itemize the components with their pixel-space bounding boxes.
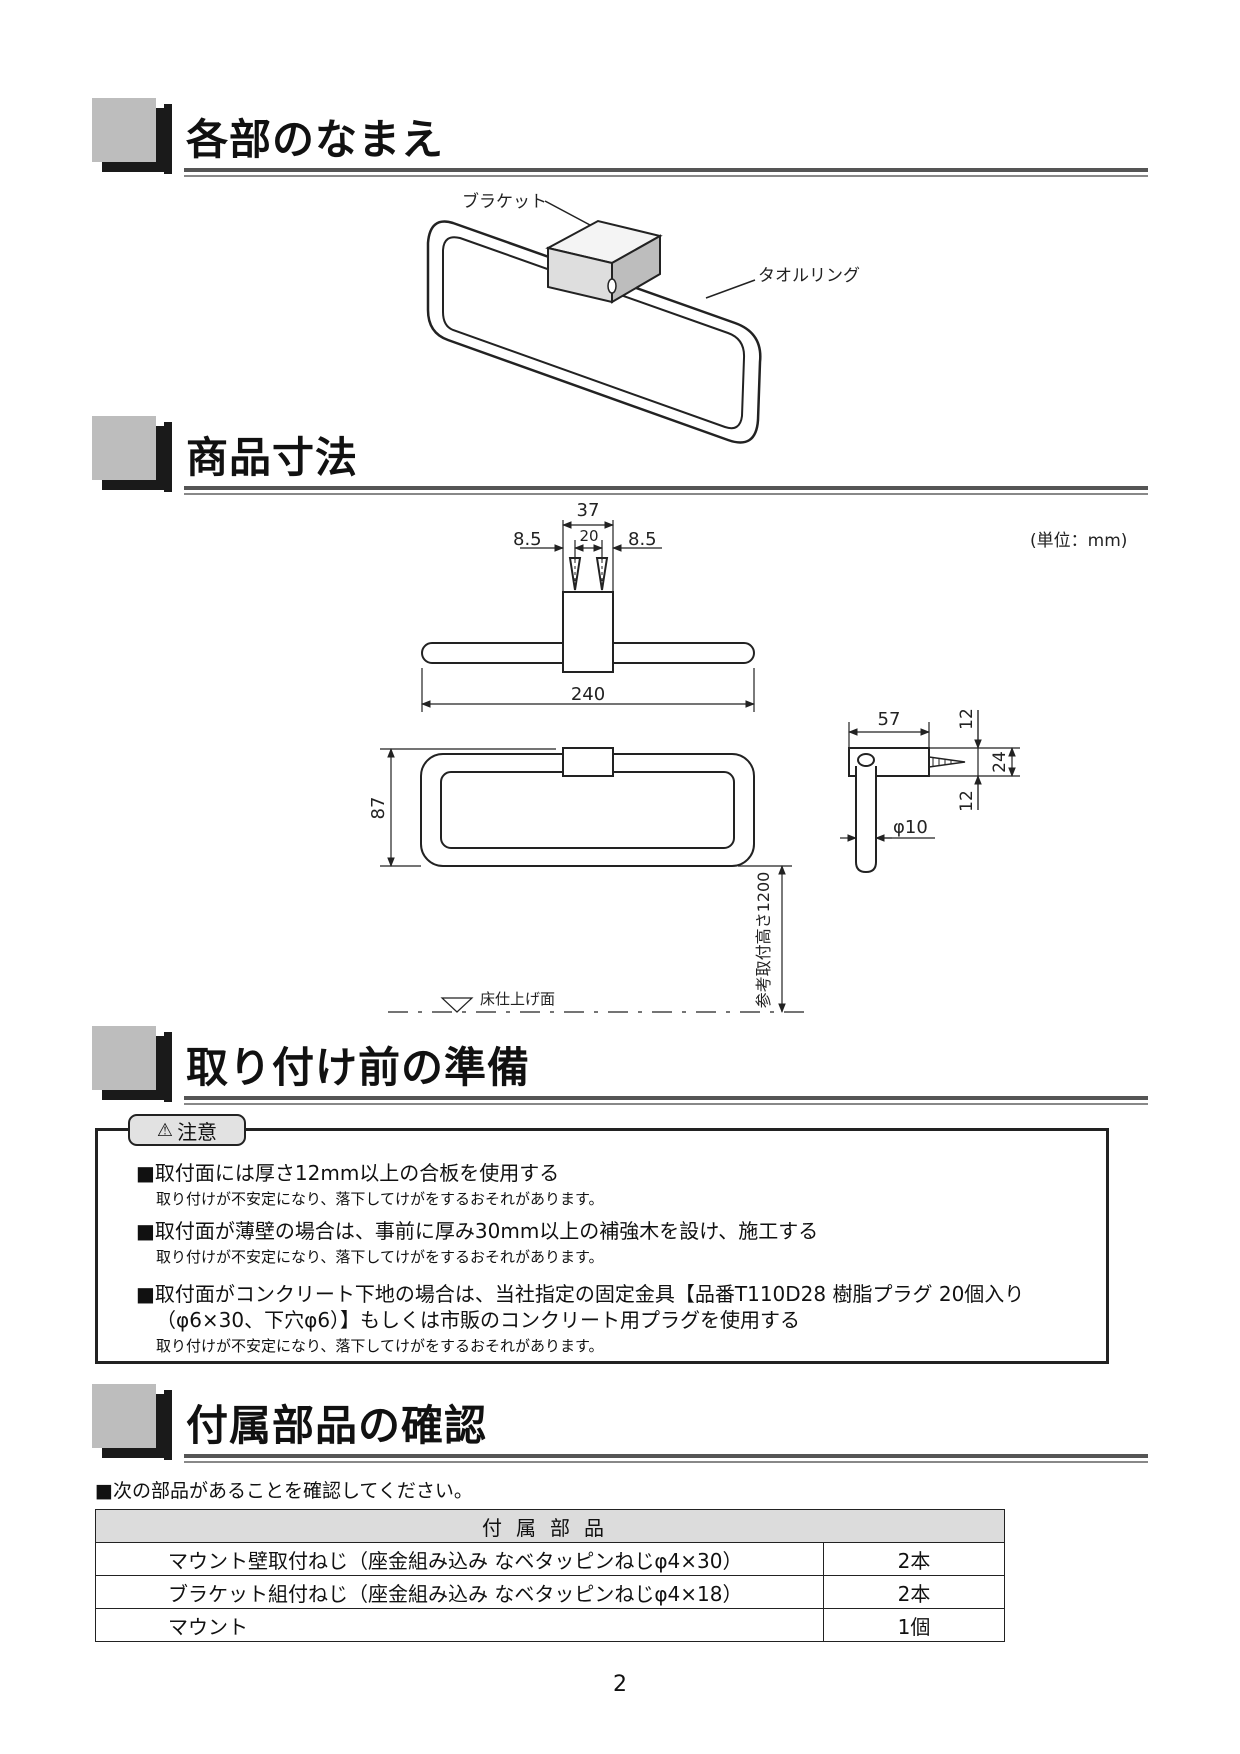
caution-title: 注意 — [177, 1119, 218, 1144]
dim-240: 240 — [571, 684, 605, 705]
accessories-intro: ■次の部品があることを確認してください。 — [95, 1480, 473, 1502]
caution-item-2: ■取付面が薄壁の場合は、事前に厚み30mm以上の補強木を設け、施工する — [136, 1219, 819, 1243]
section-title: 取り付け前の準備 — [186, 1043, 531, 1092]
table-row: ブラケット組付ねじ（座金組み込み なベタッピンねじφ4×18） 2本 — [95, 1575, 1005, 1609]
table-header: 付属部品 — [95, 1509, 1005, 1543]
warning-icon: ⚠ — [156, 1119, 174, 1141]
bracket-block — [545, 219, 663, 304]
section-header-accessories: 付属部品の確認 — [92, 1384, 1148, 1468]
dim-57: 57 — [878, 709, 901, 730]
side-view-dimension-lines — [840, 710, 1020, 842]
floor-label: 床仕上げ面 — [480, 990, 555, 1008]
header-bar — [164, 1390, 172, 1460]
ring-inner — [442, 236, 746, 430]
caution-item-1-note: 取り付けが不安定になり、落下してけがをするおそれがあります。 — [156, 1190, 604, 1208]
part-qty: 1個 — [823, 1608, 1005, 1642]
header-square — [92, 1026, 156, 1090]
header-rule — [184, 1096, 1148, 1100]
header-square — [92, 416, 156, 480]
caution-item-3: ■取付面がコンクリート下地の場合は、当社指定の固定金具【品番T110D28 樹脂… — [136, 1282, 1025, 1306]
header-square — [92, 1384, 156, 1448]
caution-item-3-note: 取り付けが不安定になり、落下してけがをするおそれがあります。 — [156, 1337, 604, 1355]
dim-37: 37 — [577, 500, 600, 521]
header-rule — [184, 1454, 1148, 1458]
header-bar — [164, 104, 172, 174]
caution-box — [95, 1128, 1109, 1364]
unit-label: (単位：mm) — [1030, 531, 1127, 551]
page-number: 2 — [613, 1672, 627, 1697]
header-bar — [164, 1032, 172, 1102]
caution-tag: ⚠ 注意 — [128, 1114, 246, 1146]
dim-87: 87 — [368, 797, 389, 820]
header-rule-thin — [184, 493, 1148, 495]
caution-item-3-cont: （φ6×30、下穴φ6）】もしくは市販のコンクリート用プラグを使用する — [156, 1308, 801, 1332]
header-rule-thin — [184, 1461, 1148, 1463]
caution-item-1: ■取付面には厚さ12mm以上の合板を使用する — [136, 1161, 560, 1185]
dim-diameter: φ10 — [893, 817, 928, 838]
table-header-row: 付属部品 — [95, 1509, 1005, 1543]
ring-outer — [426, 220, 762, 444]
part-name: マウント — [95, 1608, 824, 1642]
towel-ring-label: タオルリング — [758, 266, 860, 286]
part-qty: 2本 — [823, 1542, 1005, 1576]
header-rule — [184, 168, 1148, 172]
top-view — [421, 557, 755, 673]
accessories-table: 付属部品 マウント壁取付ねじ（座金組み込み なベタッピンねじφ4×30） 2本 … — [95, 1509, 1005, 1642]
header-square — [92, 98, 156, 162]
dim-12-bottom: 12 — [957, 790, 977, 812]
top-view-block — [562, 591, 614, 673]
section-header-preparation: 取り付け前の準備 — [92, 1026, 1148, 1110]
ref-height-label: 参考取付高さ1200 — [754, 872, 773, 1009]
section-header-names: 各部のなまえ — [92, 98, 1148, 182]
dim-12-top: 12 — [957, 708, 977, 730]
part-name: ブラケット組付ねじ（座金組み込み なベタッピンねじφ4×18） — [95, 1575, 824, 1609]
section-header-dimensions: 商品寸法 — [92, 416, 1148, 500]
header-rule-thin — [184, 1103, 1148, 1105]
table-row: マウント 1個 — [95, 1608, 1005, 1642]
dim-24: 24 — [990, 751, 1010, 773]
part-qty: 2本 — [823, 1575, 1005, 1609]
section-title: 付属部品の確認 — [186, 1401, 488, 1450]
header-rule — [184, 486, 1148, 490]
perspective-drawing — [426, 219, 762, 444]
dim-8-5-right: 8.5 — [628, 529, 657, 550]
table-row: マウント壁取付ねじ（座金組み込み なベタッピンねじφ4×30） 2本 — [95, 1542, 1005, 1576]
dim-20: 20 — [579, 527, 598, 545]
side-screw — [928, 756, 966, 768]
header-rule-thin — [184, 175, 1148, 177]
section-title: 商品寸法 — [186, 433, 359, 482]
side-view — [848, 747, 966, 874]
top-view-dimension-lines — [421, 520, 755, 712]
front-view — [420, 747, 755, 867]
front-bracket — [562, 747, 614, 777]
side-bar — [855, 766, 877, 874]
header-bar — [164, 422, 172, 492]
section-title: 各部のなまえ — [186, 115, 445, 164]
screws — [568, 557, 609, 591]
bracket-label: ブラケット — [462, 191, 547, 212]
front-view-dimension-lines — [380, 748, 808, 1013]
dim-8-5-left: 8.5 — [513, 529, 542, 550]
caution-item-2-note: 取り付けが不安定になり、落下してけがをするおそれがあります。 — [156, 1248, 604, 1266]
part-name: マウント壁取付ねじ（座金組み込み なベタッピンねじφ4×30） — [95, 1542, 824, 1576]
